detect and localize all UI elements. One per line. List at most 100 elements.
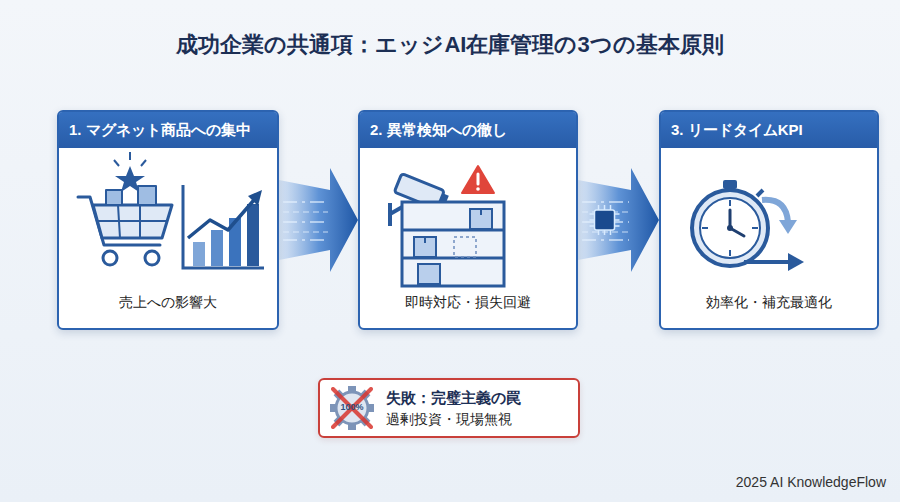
stopwatch-icon-part — [692, 190, 768, 266]
cycle-arrow-icon-part — [762, 200, 788, 222]
bar-chart-icon-part — [193, 242, 205, 266]
camera-icon-part — [438, 194, 449, 209]
gear-icon-part — [330, 404, 338, 412]
cart-icon-part — [93, 205, 172, 238]
bar-chart-icon-part — [247, 204, 259, 266]
circuit-streak — [283, 201, 328, 203]
gear-icon-part — [359, 415, 370, 426]
stopwatch-icon-part — [757, 190, 763, 196]
chip-pin — [598, 205, 600, 210]
card-header: 3. リードタイムKPI — [661, 112, 877, 148]
cart-icon-part — [78, 197, 160, 245]
star-icon-part — [115, 166, 145, 192]
chip-icon — [595, 210, 615, 230]
shelf-icon-part — [402, 229, 504, 232]
cross-mark-part — [333, 389, 371, 427]
circuit-streak — [283, 221, 328, 223]
gear-icon-part — [348, 422, 356, 430]
camera-icon-part — [388, 203, 392, 226]
bar-chart-icon-part — [229, 218, 241, 266]
circuit-streak — [582, 239, 629, 241]
principle-card: 2. 異常検知への徹し即時対応・損失回避 — [358, 110, 578, 330]
gear-icon-part — [348, 386, 356, 394]
cross-mark-part — [333, 389, 371, 427]
chip-pin — [615, 219, 620, 221]
shelf-icon — [402, 202, 504, 286]
stopwatch-icon-part — [727, 225, 733, 231]
principle-card: 3. リードタイムKPI 効率化・補充最適化 — [659, 110, 879, 330]
shelf-icon-part — [454, 237, 476, 257]
gear-icon-part — [334, 390, 345, 401]
circuit-streak — [283, 239, 328, 241]
flow-arrow-shape — [578, 168, 659, 272]
card-text: 売上への影響大 — [59, 294, 277, 312]
shelf-icon-part — [424, 237, 426, 243]
gear-icon-part — [366, 404, 374, 412]
cart-icon-part — [139, 205, 141, 238]
shelf-icon-part — [402, 257, 504, 260]
chip-pin — [615, 213, 620, 215]
stopwatch-icon-part — [729, 250, 731, 256]
warning-icon — [462, 166, 494, 193]
circuit-streak — [582, 232, 629, 233]
warning-text: 過剰投資・現場無視 — [386, 411, 512, 429]
camera-icon-part — [394, 174, 450, 212]
watermark: 2025 AI KnowledgeFlow — [736, 474, 886, 490]
circuit-streak — [283, 212, 328, 213]
gear-icon-part — [336, 392, 368, 424]
stopwatch-icon — [692, 180, 768, 266]
star-icon — [114, 152, 146, 192]
stopwatch-icon-part — [729, 200, 731, 206]
flow-arrow — [279, 168, 358, 272]
shelf-icon-part — [480, 209, 482, 215]
cycle-arrow-icon-part — [744, 260, 790, 264]
camera-icon — [390, 174, 450, 226]
principle-card: 1. マグネット商品への集中売上への影響大 — [57, 110, 279, 330]
gear-icon — [330, 386, 374, 430]
chip-pin — [590, 225, 595, 227]
chip-pin — [615, 225, 620, 227]
gear-icon-part — [330, 386, 374, 430]
star-icon-part — [129, 152, 131, 160]
bar-chart-icon-part — [188, 200, 254, 238]
camera-icon-part — [394, 174, 444, 210]
warning-icon-part — [462, 166, 494, 193]
cart-icon-part — [106, 190, 122, 205]
cart-icon-part — [103, 251, 117, 265]
cart-icon-part — [145, 251, 159, 265]
bar-chart-icon-part — [183, 185, 264, 268]
card-header: 1. マグネット商品への集中 — [59, 112, 277, 148]
gear-icon-part — [359, 390, 370, 401]
chip-pin — [604, 205, 606, 210]
circuit-streak — [582, 201, 629, 203]
star-icon-part — [141, 160, 146, 166]
card-header: 2. 異常検知への徹し — [360, 112, 576, 148]
flow-arrow — [578, 168, 659, 272]
chip-pin — [590, 213, 595, 215]
cycle-arrow-icon-part — [779, 220, 797, 234]
cart-icon-part — [118, 205, 120, 238]
stopwatch-icon-part — [702, 227, 708, 229]
cycle-arrow-icon-part — [788, 253, 804, 271]
star-icon-part — [114, 160, 119, 166]
bar-chart-icon-part — [211, 230, 223, 266]
flow-arrow-shape — [279, 168, 358, 272]
chip-pin — [610, 230, 612, 235]
warning-title: 失敗：完璧主義の罠 — [386, 389, 521, 408]
cross-mark — [333, 389, 371, 427]
shelf-icon-part — [414, 237, 436, 257]
bar-chart-icon-part — [248, 190, 262, 206]
chip-pin — [590, 219, 595, 221]
bar-chart-icon — [183, 185, 264, 268]
warning-icon-part — [476, 187, 480, 191]
shelf-icon-part — [418, 264, 440, 284]
cart-icon — [78, 186, 172, 265]
circuit-streak — [283, 232, 328, 233]
stopwatch-icon-part — [729, 210, 732, 228]
stopwatch-icon-part — [752, 227, 758, 229]
warning-icon-part — [477, 174, 480, 184]
cart-icon-part — [97, 220, 167, 222]
cart-icon-part — [138, 186, 156, 205]
card-text: 効率化・補充最適化 — [661, 294, 877, 312]
